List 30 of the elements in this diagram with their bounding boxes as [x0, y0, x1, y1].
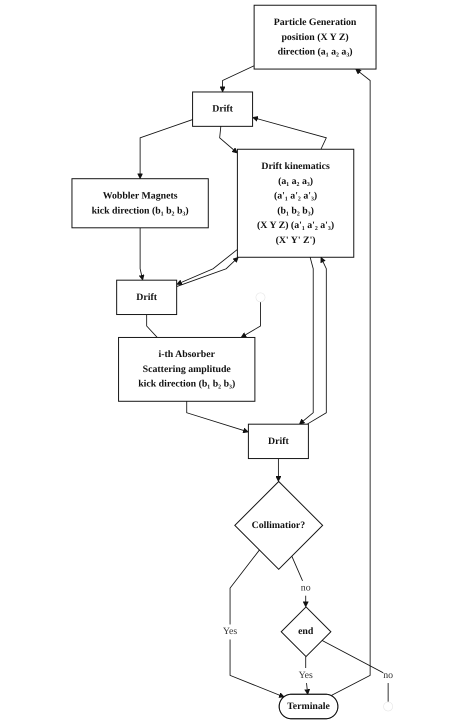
- arrow: [230, 550, 285, 698]
- connector: [146, 314, 158, 338]
- node-box: Drift: [116, 280, 178, 316]
- arrow: [186, 400, 249, 434]
- node-diamond: end: [280, 606, 332, 658]
- arrow: [330, 68, 371, 696]
- arrow: [299, 256, 314, 424]
- edge-label: no: [300, 582, 311, 594]
- arrow: [306, 257, 327, 425]
- edge-label: no: [383, 670, 394, 680]
- arrow: [176, 249, 238, 286]
- arrow: [220, 65, 255, 92]
- node-box: Drift: [248, 424, 309, 460]
- edge-label: Yes: [222, 626, 238, 637]
- arrow: [240, 302, 261, 338]
- arrow: [138, 227, 144, 280]
- arrow: [252, 116, 327, 150]
- arrow: [276, 458, 282, 482]
- node-box: Wobbler Magnets kick direction (b₁ b₂ b₃): [71, 178, 209, 228]
- connector: [322, 640, 389, 702]
- node-box: Drift: [192, 91, 254, 127]
- arrow: [176, 257, 239, 287]
- node-box: Drift kinematics (a₁ a₂ a₃) (a'₁ a'₂ a'₃) (b₁ b₂ b₃) (X Y Z) (a'₁ a'₂ a'₃) (X' Y' Z'): [236, 148, 354, 258]
- arrow: [219, 126, 238, 154]
- arrow: [137, 119, 194, 179]
- node-diamond: Collimatior?: [234, 480, 324, 570]
- node-box: Particle Generation position (X Y Z) direction (a₁ a₂ a₃): [254, 4, 377, 70]
- arrow: [291, 556, 309, 608]
- node-box: i-th Absorber Scattering amplitude kick direction (b₁ b₂ b₃): [118, 336, 256, 402]
- edge-label: Yes: [298, 670, 313, 680]
